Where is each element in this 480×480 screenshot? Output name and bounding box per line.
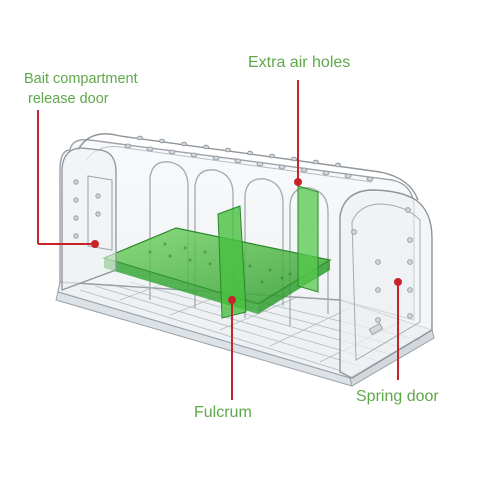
label-fulcrum: Fulcrum [194, 404, 252, 421]
green-plate [102, 185, 332, 319]
spring-door-end [339, 189, 433, 379]
label-bait-line-2: release door [28, 90, 109, 107]
bait-door-end [61, 147, 117, 291]
label-bait-compartment: Bait compartment release door [24, 70, 138, 109]
top-air-holes [124, 135, 374, 182]
tunnel-ribs [149, 161, 329, 326]
label-bait-line-1: Bait compartment [24, 71, 138, 87]
callout-lines [37, 80, 402, 400]
label-spring-door: Spring door [356, 388, 439, 405]
label-extra-air-holes: Extra air holes [248, 54, 351, 71]
